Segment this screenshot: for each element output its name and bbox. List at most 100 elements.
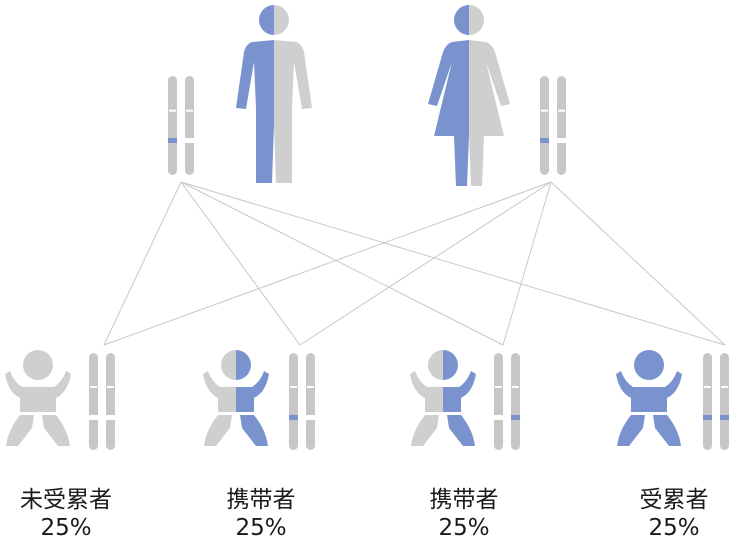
inheritance-line: [502, 181, 552, 346]
child-head-right: [38, 350, 53, 380]
child-torso-left: [410, 371, 443, 412]
child-torso-left: [5, 371, 38, 412]
inheritance-line: [180, 181, 726, 346]
chromosome: [703, 353, 712, 450]
child-label-unaffected: 未受累者 25%: [0, 486, 141, 542]
chromosome: [540, 76, 549, 175]
child-torso-left: [203, 371, 236, 412]
inheritance-line: [299, 181, 552, 346]
child-torso-right: [236, 371, 269, 412]
child-affected-figure: [616, 350, 729, 450]
chromosome: [89, 353, 98, 450]
inheritance-line: [103, 181, 552, 346]
child-status-text: 受累者: [639, 487, 709, 513]
child-carrier-figure: [410, 350, 520, 450]
chromosome-band: [289, 415, 298, 420]
chromosome-centromere: [186, 109, 193, 112]
child-torso-left: [616, 371, 649, 412]
chromosome-band: [720, 415, 729, 420]
chromosome-band: [540, 138, 549, 143]
child-head-right: [236, 350, 251, 380]
child-head-left: [221, 350, 236, 380]
child-percent-text: 25%: [648, 515, 700, 541]
child-torso-right: [649, 371, 682, 412]
child-head-right: [443, 350, 458, 380]
chromosome-centromere: [107, 385, 114, 388]
child-status-text: 携带者: [429, 487, 499, 513]
child-leg-left: [411, 415, 439, 446]
chromosome-centromere: [495, 385, 502, 388]
child-percent-text: 25%: [438, 515, 490, 541]
chromosome-centromere: [90, 385, 97, 388]
chromosome-centromere: [307, 385, 314, 388]
chromosome-band: [185, 138, 194, 143]
child-status-text: 携带者: [226, 487, 296, 513]
child-unaffected-figure: [5, 350, 115, 450]
mother-body-left: [428, 40, 469, 186]
child-chromosome-pair: [703, 353, 729, 450]
child-torso-right: [38, 371, 71, 412]
father-head-right: [274, 5, 289, 35]
chromosome-band: [511, 415, 520, 420]
mother-body-right: [469, 40, 510, 186]
chromosome: [106, 353, 115, 450]
father-body-left: [236, 40, 274, 183]
chromosome-centromere: [512, 385, 519, 388]
inheritance-line: [550, 181, 726, 346]
father-body-right: [274, 40, 312, 183]
mother-figure: [428, 5, 510, 186]
child-head-left: [428, 350, 443, 380]
chromosome-centromere: [541, 109, 548, 112]
chromosome: [168, 76, 177, 175]
chromosome-band: [168, 138, 177, 143]
connection-lines: [103, 181, 726, 346]
child-leg-left: [617, 415, 645, 446]
child-head-right: [649, 350, 664, 380]
child-label-carrier: 携带者 25%: [186, 486, 336, 542]
child-head-left: [23, 350, 38, 380]
chromosome-band: [89, 415, 98, 420]
mother-head-right: [469, 5, 484, 35]
chromosome-centromere: [558, 109, 565, 112]
chromosome: [185, 76, 194, 175]
child-leg-right: [447, 415, 475, 446]
chromosome: [289, 353, 298, 450]
chromosome-centromere: [290, 385, 297, 388]
child-percent-text: 25%: [40, 515, 92, 541]
child-leg-right: [240, 415, 268, 446]
mother-head-left: [454, 5, 469, 35]
inheritance-line: [180, 181, 504, 346]
chromosome-band: [306, 415, 315, 420]
child-chromosome-pair: [494, 353, 520, 450]
child-label-affected: 受累者 25%: [599, 486, 740, 542]
child-status-text: 未受累者: [20, 487, 112, 513]
chromosome: [557, 76, 566, 175]
child-head-left: [634, 350, 649, 380]
chromosome-band: [106, 415, 115, 420]
chromosome-band: [494, 415, 503, 420]
child-chromosome-pair: [89, 353, 115, 450]
chromosome: [306, 353, 315, 450]
father-figure: [236, 5, 312, 183]
chromosome-band: [703, 415, 712, 420]
child-leg-left: [6, 415, 34, 446]
child-leg-right: [653, 415, 681, 446]
father-chromosome-pair: [168, 76, 194, 175]
chromosome: [511, 353, 520, 450]
chromosome: [494, 353, 503, 450]
child-leg-right: [42, 415, 70, 446]
child-chromosome-pair: [289, 353, 315, 450]
chromosome-centromere: [721, 385, 728, 388]
father-head-left: [259, 5, 274, 35]
child-carrier-figure: [203, 350, 315, 450]
chromosome-centromere: [704, 385, 711, 388]
mother-chromosome-pair: [540, 76, 566, 175]
child-torso-right: [443, 371, 476, 412]
chromosome: [720, 353, 729, 450]
child-label-carrier: 携带者 25%: [389, 486, 539, 542]
chromosome-band: [557, 138, 566, 143]
inheritance-line: [103, 181, 182, 346]
chromosome-centromere: [169, 109, 176, 112]
